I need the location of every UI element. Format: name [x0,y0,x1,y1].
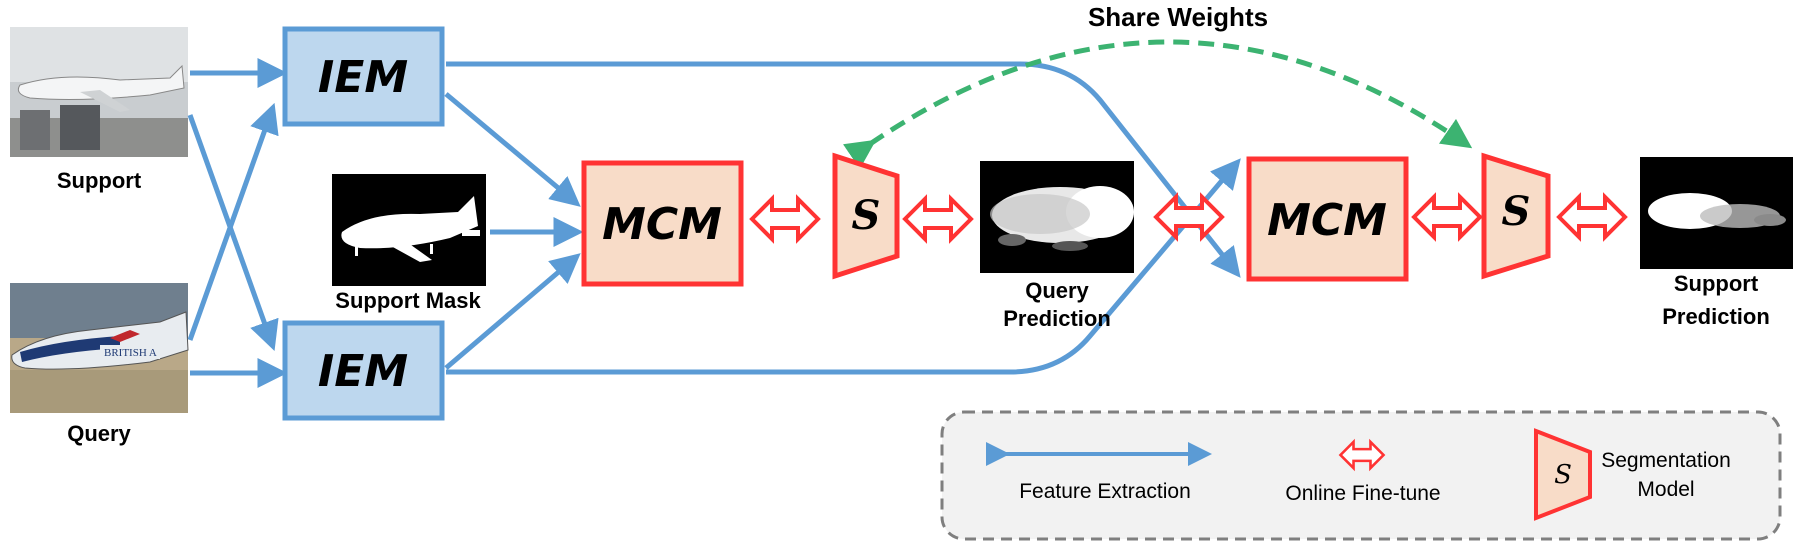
finetune-arrow-mcm-seg-left [750,197,820,241]
support-label: Support [57,168,142,193]
share-weights-label: Share Weights [1088,2,1268,32]
mcm-right-label: MCM [1267,195,1387,246]
arrow-iem-bottom-to-mcm [444,253,581,370]
legend-box [940,410,1782,541]
legend-seg-label-1: Segmentation [1601,449,1731,472]
iem-top-module: IEM [282,26,445,127]
mcm-left-module: MCM [581,160,744,287]
finetune-arrow-pred-mcm-right [1156,197,1222,237]
share-weights-arc [842,39,1473,170]
support-prediction-label-2: Prediction [1662,304,1770,329]
query-label: Query [67,421,131,446]
finetune-arrow-seg-pred-right [1559,197,1625,237]
legend-feature-label: Feature Extraction [1019,480,1191,503]
arrow-iem-bottom-to-mcm-right [446,158,1241,375]
legend-seg-symbol: S [1554,460,1572,490]
query-prediction-label-1: Query [1025,278,1089,303]
support-mask-image [332,174,486,286]
legend: Feature Extraction Online Fine-tune S Se… [940,410,1782,541]
arrow-iem-top-to-mcm-right [446,61,1241,278]
seg-left-label: S [852,192,881,239]
support-prediction-label-1: Support [1674,271,1759,296]
legend-seg-label-2: Model [1637,478,1694,501]
feature-arrows [187,58,1241,388]
query-prediction-label-2: Prediction [1003,306,1111,331]
finetune-arrow-mcm-seg-right [1412,195,1482,239]
support-mask-label: Support Mask [335,288,481,313]
support-image [10,27,188,157]
seg-right-module: S [1481,152,1551,280]
iem-bottom-label: IEM [318,346,408,397]
query-prediction-image [980,161,1134,273]
support-prediction-image [1640,157,1793,269]
query-image: BRITISH A [10,283,189,413]
arrow-iem-top-to-mcm [444,92,581,207]
mcm-right-module: MCM [1246,156,1409,282]
arrow-query-to-iem-top [187,102,279,341]
iem-top-label: IEM [318,52,408,103]
seg-right-label: S [1502,188,1531,235]
legend-seg-icon [1534,428,1592,521]
seg-left-module: S [832,152,900,280]
svg-text:BRITISH A: BRITISH A [104,347,157,359]
mcm-left-label: MCM [602,199,722,250]
finetune-arrow-seg-pred-left [903,197,973,241]
legend-finetune-label: Online Fine-tune [1285,482,1440,505]
iem-bottom-module: IEM [282,320,445,421]
